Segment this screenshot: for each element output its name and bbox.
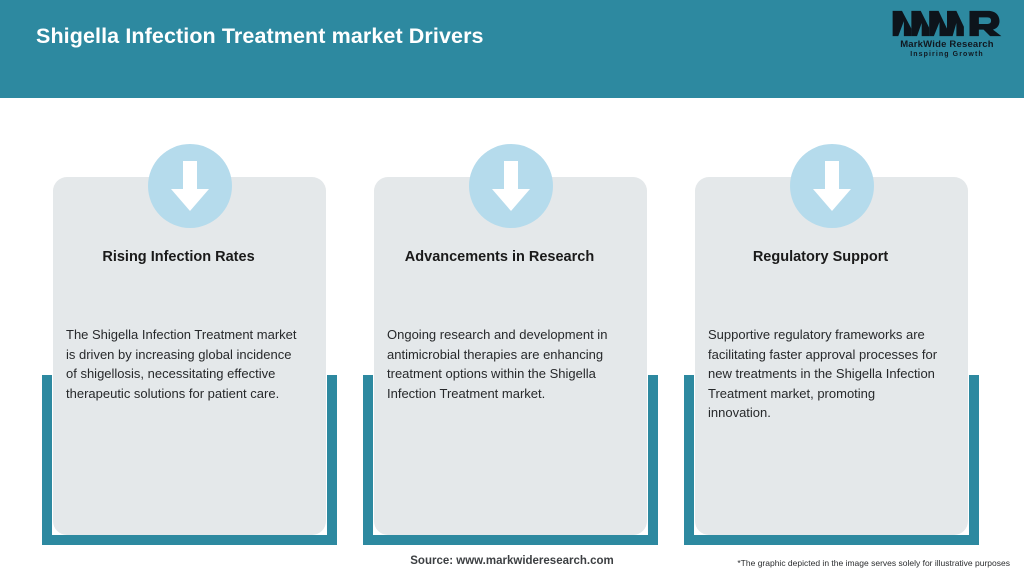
card-bracket <box>42 375 337 545</box>
logo-company-name: MarkWide Research <box>900 39 994 50</box>
driver-card-2: Advancements in Research Ongoing researc… <box>363 140 658 550</box>
source-label: Source: www.markwideresearch.com <box>410 555 614 567</box>
card-panel <box>53 177 326 535</box>
brand-logo: MarkWide Research Inspiring Growth <box>888 8 1006 64</box>
down-arrow-icon <box>147 144 232 228</box>
disclaimer-note: *The graphic depicted in the image serve… <box>737 558 1010 568</box>
card-title: Advancements in Research <box>404 249 595 265</box>
card-panel <box>695 177 968 535</box>
driver-card-1: Rising Infection Rates The Shigella Infe… <box>42 140 337 550</box>
down-arrow-icon <box>789 144 874 228</box>
card-panel <box>374 177 647 535</box>
mwr-logo-icon <box>892 10 1002 37</box>
card-bracket <box>363 375 658 545</box>
card-title: Rising Infection Rates <box>102 249 255 265</box>
logo-tagline: Inspiring Growth <box>910 51 984 58</box>
driver-cards: Rising Infection Rates The Shigella Infe… <box>0 140 1024 550</box>
page-title: Shigella Infection Treatment market Driv… <box>36 24 484 48</box>
card-title: Regulatory Support <box>752 249 889 265</box>
card-body: Supportive regulatory frameworks are fac… <box>708 327 938 420</box>
card-body: The Shigella Infection Treatment market … <box>66 327 297 401</box>
driver-card-3: Regulatory Support Supportive regulatory… <box>684 140 979 550</box>
card-body: Ongoing research and development in anti… <box>387 327 608 401</box>
card-bracket <box>684 375 979 545</box>
header-bar: Shigella Infection Treatment market Driv… <box>0 0 1024 98</box>
down-arrow-icon <box>468 144 553 228</box>
